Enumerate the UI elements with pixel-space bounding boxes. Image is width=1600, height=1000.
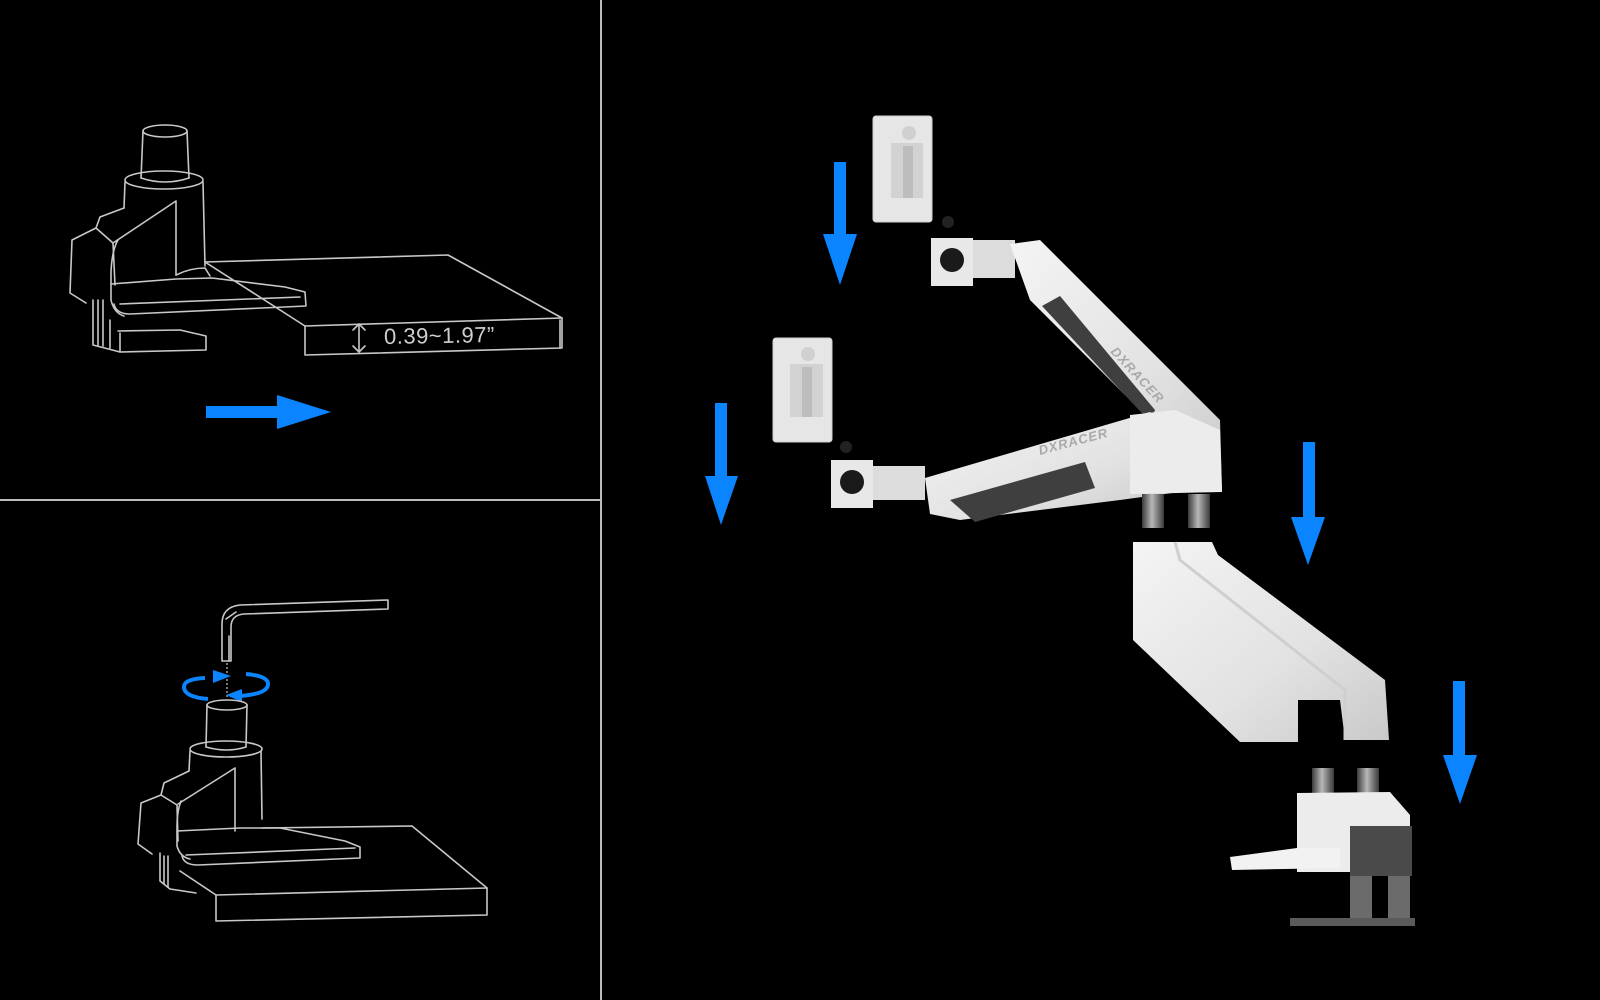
rotate-icon <box>181 670 271 702</box>
base-arrow-icon <box>1443 681 1477 804</box>
hex-key-icon <box>221 599 389 662</box>
lower-arm: DXRACER <box>831 412 1180 522</box>
arm-arrow-icon <box>1291 442 1325 565</box>
arrow-right-icon <box>206 395 331 429</box>
desk-thickness-label: 0.39~1.97” <box>383 322 496 349</box>
step-clamp-panel: 0.39~1.97” <box>0 0 600 500</box>
upper-vesa-arrow-icon <box>823 162 857 285</box>
lower-vesa-plate <box>772 337 833 443</box>
monitor-arm-exploded-view: DXRACER DXRACER <box>705 115 1477 926</box>
step-tighten-panel <box>0 501 600 1000</box>
clamp-body <box>69 124 307 353</box>
desk-slab <box>159 825 488 922</box>
extension-arm <box>1133 541 1389 742</box>
lower-vesa-arrow-icon <box>705 403 738 525</box>
vertical-divider <box>600 0 602 1000</box>
upper-vesa-plate <box>872 115 933 223</box>
tighten-wireframe-illustration <box>137 599 488 922</box>
thickness-dimension-icon <box>352 323 366 353</box>
desk-clamp-base <box>1230 768 1415 926</box>
desk-slab <box>204 254 563 356</box>
clamp-wireframe-illustration <box>69 124 563 429</box>
clamp-body <box>137 699 361 866</box>
horizontal-divider <box>0 499 600 501</box>
arm-joint <box>1130 410 1222 528</box>
step-assemble-panel: DXRACER DXRACER <box>602 0 1600 1000</box>
